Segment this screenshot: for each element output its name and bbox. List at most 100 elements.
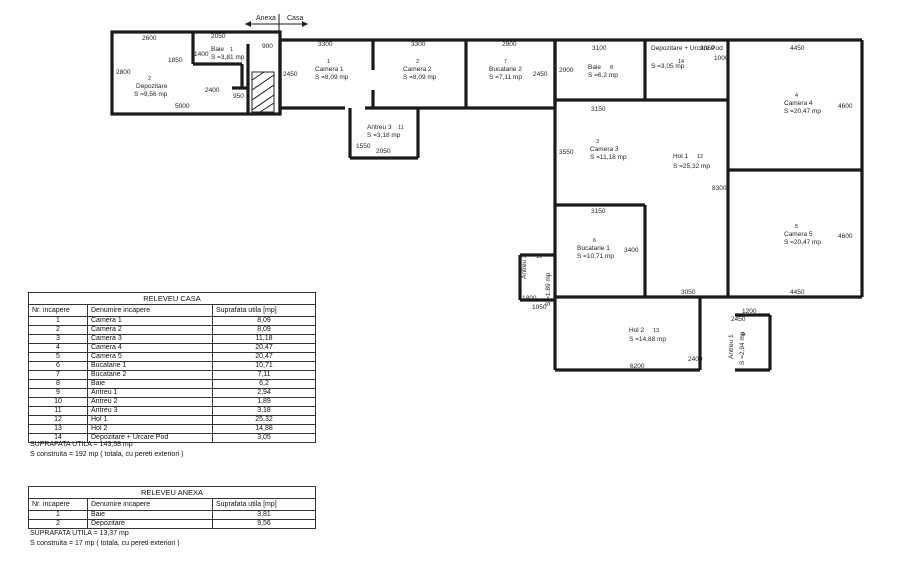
room-name-cell: Camera 5 [87, 352, 213, 362]
dim: 2400 [688, 356, 703, 363]
dim: 1850 [168, 57, 183, 64]
room-number: 10 [536, 254, 542, 260]
dim: 2400 [205, 87, 220, 94]
room-number-cell: 9 [28, 388, 88, 398]
casa-top-walls [278, 38, 557, 160]
room-number-cell: 2 [28, 325, 88, 335]
dim: 3550 [559, 149, 574, 156]
dim: 1400 [194, 51, 209, 58]
dim: 2000 [559, 67, 574, 74]
room-number: 6 [593, 238, 596, 244]
dim: 1200 [742, 308, 757, 315]
room-name-cell: Camera 4 [87, 343, 213, 353]
room-name: Bucatarie 2 [489, 66, 522, 73]
dim: 3150 [591, 106, 606, 113]
room-name: Camera 4 [784, 100, 813, 107]
room-name: Hol 1 [673, 153, 689, 160]
room-name: Depozitare [136, 83, 168, 90]
room-number: 7 [504, 59, 507, 65]
room-name-cell: Depozitare [87, 519, 213, 529]
room-area: S =14,88 mp [629, 336, 666, 343]
room-area: S =20,47 mp [784, 108, 821, 115]
room-area: S =2,94 mp [739, 331, 746, 365]
room-name: Antreu 2 [521, 254, 528, 279]
room-name-cell: Baie [87, 379, 213, 389]
room-name-cell: Baie [87, 510, 213, 520]
anexa-suprafata-utila: SUPRAFATA UTILA = 13,37 mp [30, 530, 129, 537]
casa-s-construita: S construita = 192 mp ( totala, cu peret… [30, 451, 184, 458]
room-name: Antreu 3 [367, 124, 392, 131]
room-number: 8 [610, 65, 613, 71]
anexa-walls [110, 30, 282, 116]
room-number-cell: 6 [28, 361, 88, 371]
dim: 4600 [838, 233, 853, 240]
room-name: Baie [211, 46, 224, 53]
room-labels: 1 Baie S =3,81 mp 2 Depozitare S =9,56 m… [134, 45, 821, 365]
dim: 3300 [318, 41, 333, 48]
room-area-cell: 20,47 [212, 352, 316, 362]
dim: 1550 [356, 143, 371, 150]
room-number-cell: 11 [28, 406, 88, 416]
room-name: Camera 2 [403, 66, 432, 73]
dim: 8300 [712, 185, 727, 192]
casa-suprafata-utila: SUPRAFATA UTILA = 143,58 mp [30, 441, 133, 448]
room-number-cell: 1 [28, 316, 88, 326]
dim: 5000 [175, 103, 190, 110]
room-area-cell: 9,56 [212, 519, 316, 529]
column-header: Suprafata utila [mp] [212, 498, 316, 511]
room-area: S =10,71 mp [577, 253, 614, 260]
room-name: Depozitare + Urcare Pod [651, 45, 723, 52]
room-number-cell: 2 [28, 519, 88, 529]
table-title: RELEVEU ANEXA [28, 486, 316, 499]
dim: 2450 [533, 71, 548, 78]
room-number-cell: 3 [28, 334, 88, 344]
room-number: 3 [596, 139, 599, 145]
label-casa: Casa [287, 15, 303, 22]
stair-hatch [251, 71, 275, 113]
dim: 1050 [532, 304, 547, 311]
dim: 1000 [714, 55, 729, 62]
room-area: S =7,11 mp [489, 74, 522, 81]
room-area: S =6,2 mp [588, 72, 618, 79]
casa-main-walls [518, 38, 864, 372]
room-name-cell: Hol 2 [87, 424, 213, 434]
column-header: Nr. incapere [28, 498, 88, 511]
dim: 950 [233, 93, 244, 100]
room-name-cell: Bucatarie 1 [87, 361, 213, 371]
dim: 900 [262, 43, 273, 50]
room-name: Antreu 1 [728, 334, 735, 359]
dim: 2800 [116, 69, 131, 76]
room-area-cell: 8,09 [212, 316, 316, 326]
room-number: 4 [795, 93, 798, 99]
dim: 1800 [522, 295, 537, 302]
room-number: 11 [398, 125, 404, 131]
room-area: S =9,56 mp [134, 91, 168, 98]
room-area: S =1,89 mp [545, 272, 552, 306]
room-area-cell: 1,89 [212, 397, 316, 407]
room-name: Camera 5 [784, 231, 813, 238]
column-header: Nr. incapere [28, 304, 88, 317]
column-header: Suprafata utila [mp] [212, 304, 316, 317]
room-name-cell: Antreu 2 [87, 397, 213, 407]
room-number: 2 [416, 59, 419, 65]
anexa-s-construita: S construita = 17 mp ( totala, cu pereti… [30, 540, 180, 547]
room-area: S =8,09 mp [403, 74, 437, 81]
room-name-cell: Camera 1 [87, 316, 213, 326]
room-number: 1 [230, 47, 233, 53]
dim: 2450 [283, 71, 298, 78]
dimension-labels: 2600 2050 1400 1850 2800 2400 5000 950 9… [116, 33, 853, 370]
room-area: S =3,18 mp [367, 132, 401, 139]
room-name-cell: Camera 3 [87, 334, 213, 344]
room-area: S =8,09 mp [315, 74, 349, 81]
dim: 4450 [790, 289, 805, 296]
room-area: S =3,05 mp [651, 63, 685, 70]
dim: 3050 [700, 45, 715, 52]
